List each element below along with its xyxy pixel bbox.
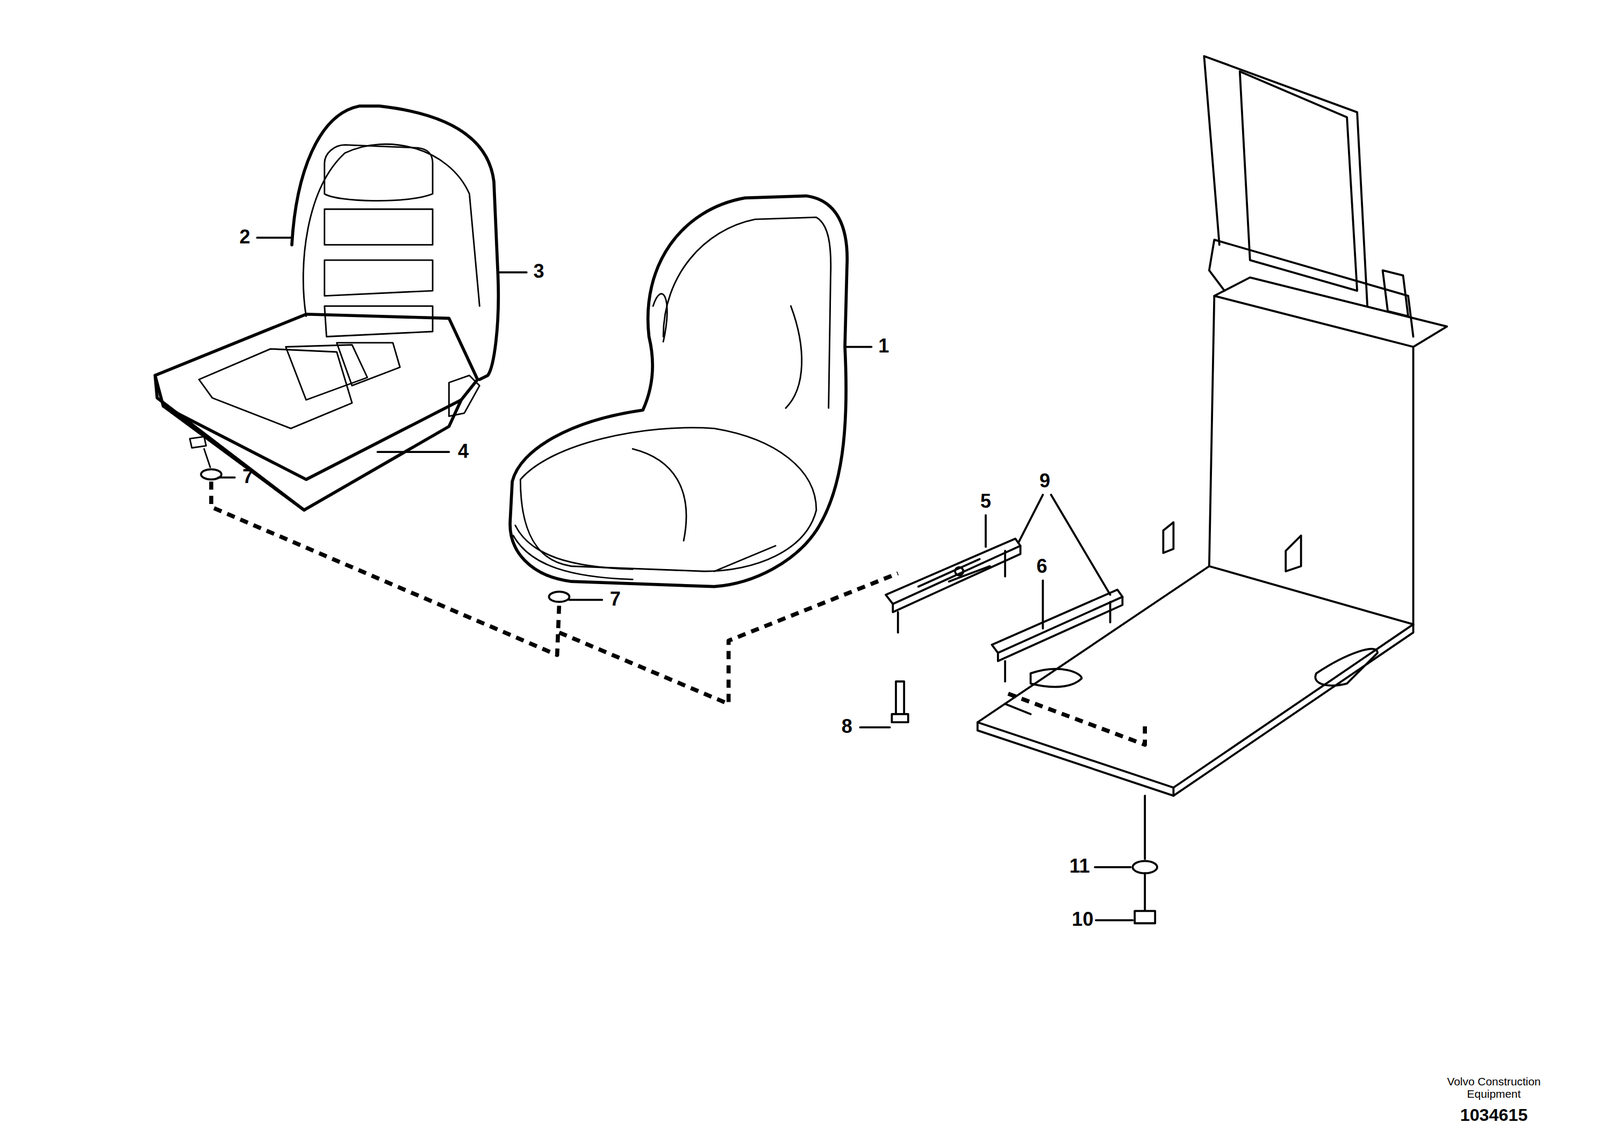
drawing-number: 1034615 xyxy=(1460,1106,1528,1126)
callout-number: 5 xyxy=(980,491,992,513)
callout-number: 7 xyxy=(610,589,621,612)
callout-number: 11 xyxy=(1069,856,1090,879)
callout-number: 2 xyxy=(239,227,251,249)
callout-number: 7 xyxy=(242,467,254,489)
callout-number: 3 xyxy=(533,261,544,284)
callout-number: 10 xyxy=(1071,909,1094,932)
brand-note: Volvo Construction Equipment xyxy=(1437,1075,1551,1101)
callout-number: 8 xyxy=(841,716,853,739)
callout-number: 6 xyxy=(1036,556,1047,579)
callout-number: 9 xyxy=(1039,470,1051,493)
callout-number: 1 xyxy=(878,336,889,358)
callout-number: 4 xyxy=(457,441,469,463)
